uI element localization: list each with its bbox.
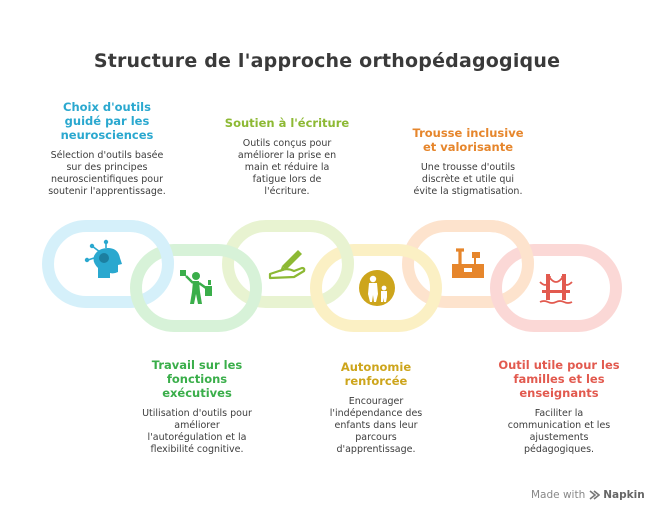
item-description: Faciliter la communication et les ajuste… bbox=[507, 408, 611, 455]
parent-child-icon bbox=[359, 270, 395, 306]
item-description: Encourager l'indépendance des enfants da… bbox=[329, 396, 423, 455]
toolbox-icon bbox=[452, 248, 484, 278]
person-tools-icon bbox=[180, 270, 212, 304]
item-trousse: Trousse inclusive et valorisante Une tro… bbox=[393, 126, 543, 198]
item-heading: Outil utile pour les familles et les ens… bbox=[498, 358, 620, 400]
chain-overlap-lime bbox=[309, 220, 354, 265]
item-ecriture: Soutien à l'écriture Outils conçus pour … bbox=[212, 116, 362, 198]
chain-link-green bbox=[130, 244, 262, 332]
item-description: Outils conçus pour améliorer la prise en… bbox=[237, 138, 337, 197]
item-heading: Soutien à l'écriture bbox=[224, 116, 350, 130]
item-heading: Trousse inclusive et valorisante bbox=[412, 126, 524, 154]
item-heading: Autonomie renforcée bbox=[340, 360, 412, 388]
footer-prefix: Made with bbox=[531, 489, 586, 501]
item-description: Une trousse d'outils discrète et utile q… bbox=[413, 162, 523, 197]
page-title: Structure de l'approche orthopédagogique bbox=[93, 50, 561, 72]
chain-link-yellow bbox=[310, 244, 442, 332]
footer-credit: Made with Napkin bbox=[531, 489, 645, 501]
item-autonomie: Autonomie renforcée Encourager l'indépen… bbox=[306, 360, 446, 456]
chain-overlap-blue bbox=[129, 220, 174, 265]
brain-head-icon bbox=[84, 239, 122, 278]
bridge-icon bbox=[539, 274, 573, 304]
item-description: Utilisation d'outils pour améliorer l'au… bbox=[142, 408, 252, 455]
footer-brand: Napkin bbox=[603, 489, 645, 501]
hand-pen-icon bbox=[268, 250, 306, 280]
item-heading: Choix d'outils guidé par les neuroscienc… bbox=[60, 100, 154, 142]
item-heading: Travail sur les fonctions exécutives bbox=[151, 358, 243, 400]
chain-link-red bbox=[490, 244, 622, 332]
item-fonctions-executives: Travail sur les fonctions exécutives Uti… bbox=[127, 358, 267, 456]
napkin-logo-icon bbox=[589, 490, 601, 500]
chain-overlap-orange bbox=[489, 220, 534, 265]
item-familles-enseignants: Outil utile pour les familles et les ens… bbox=[484, 358, 634, 456]
item-neurosciences: Choix d'outils guidé par les neuroscienc… bbox=[42, 100, 172, 198]
item-description: Sélection d'outils basée sur des princip… bbox=[48, 150, 166, 197]
